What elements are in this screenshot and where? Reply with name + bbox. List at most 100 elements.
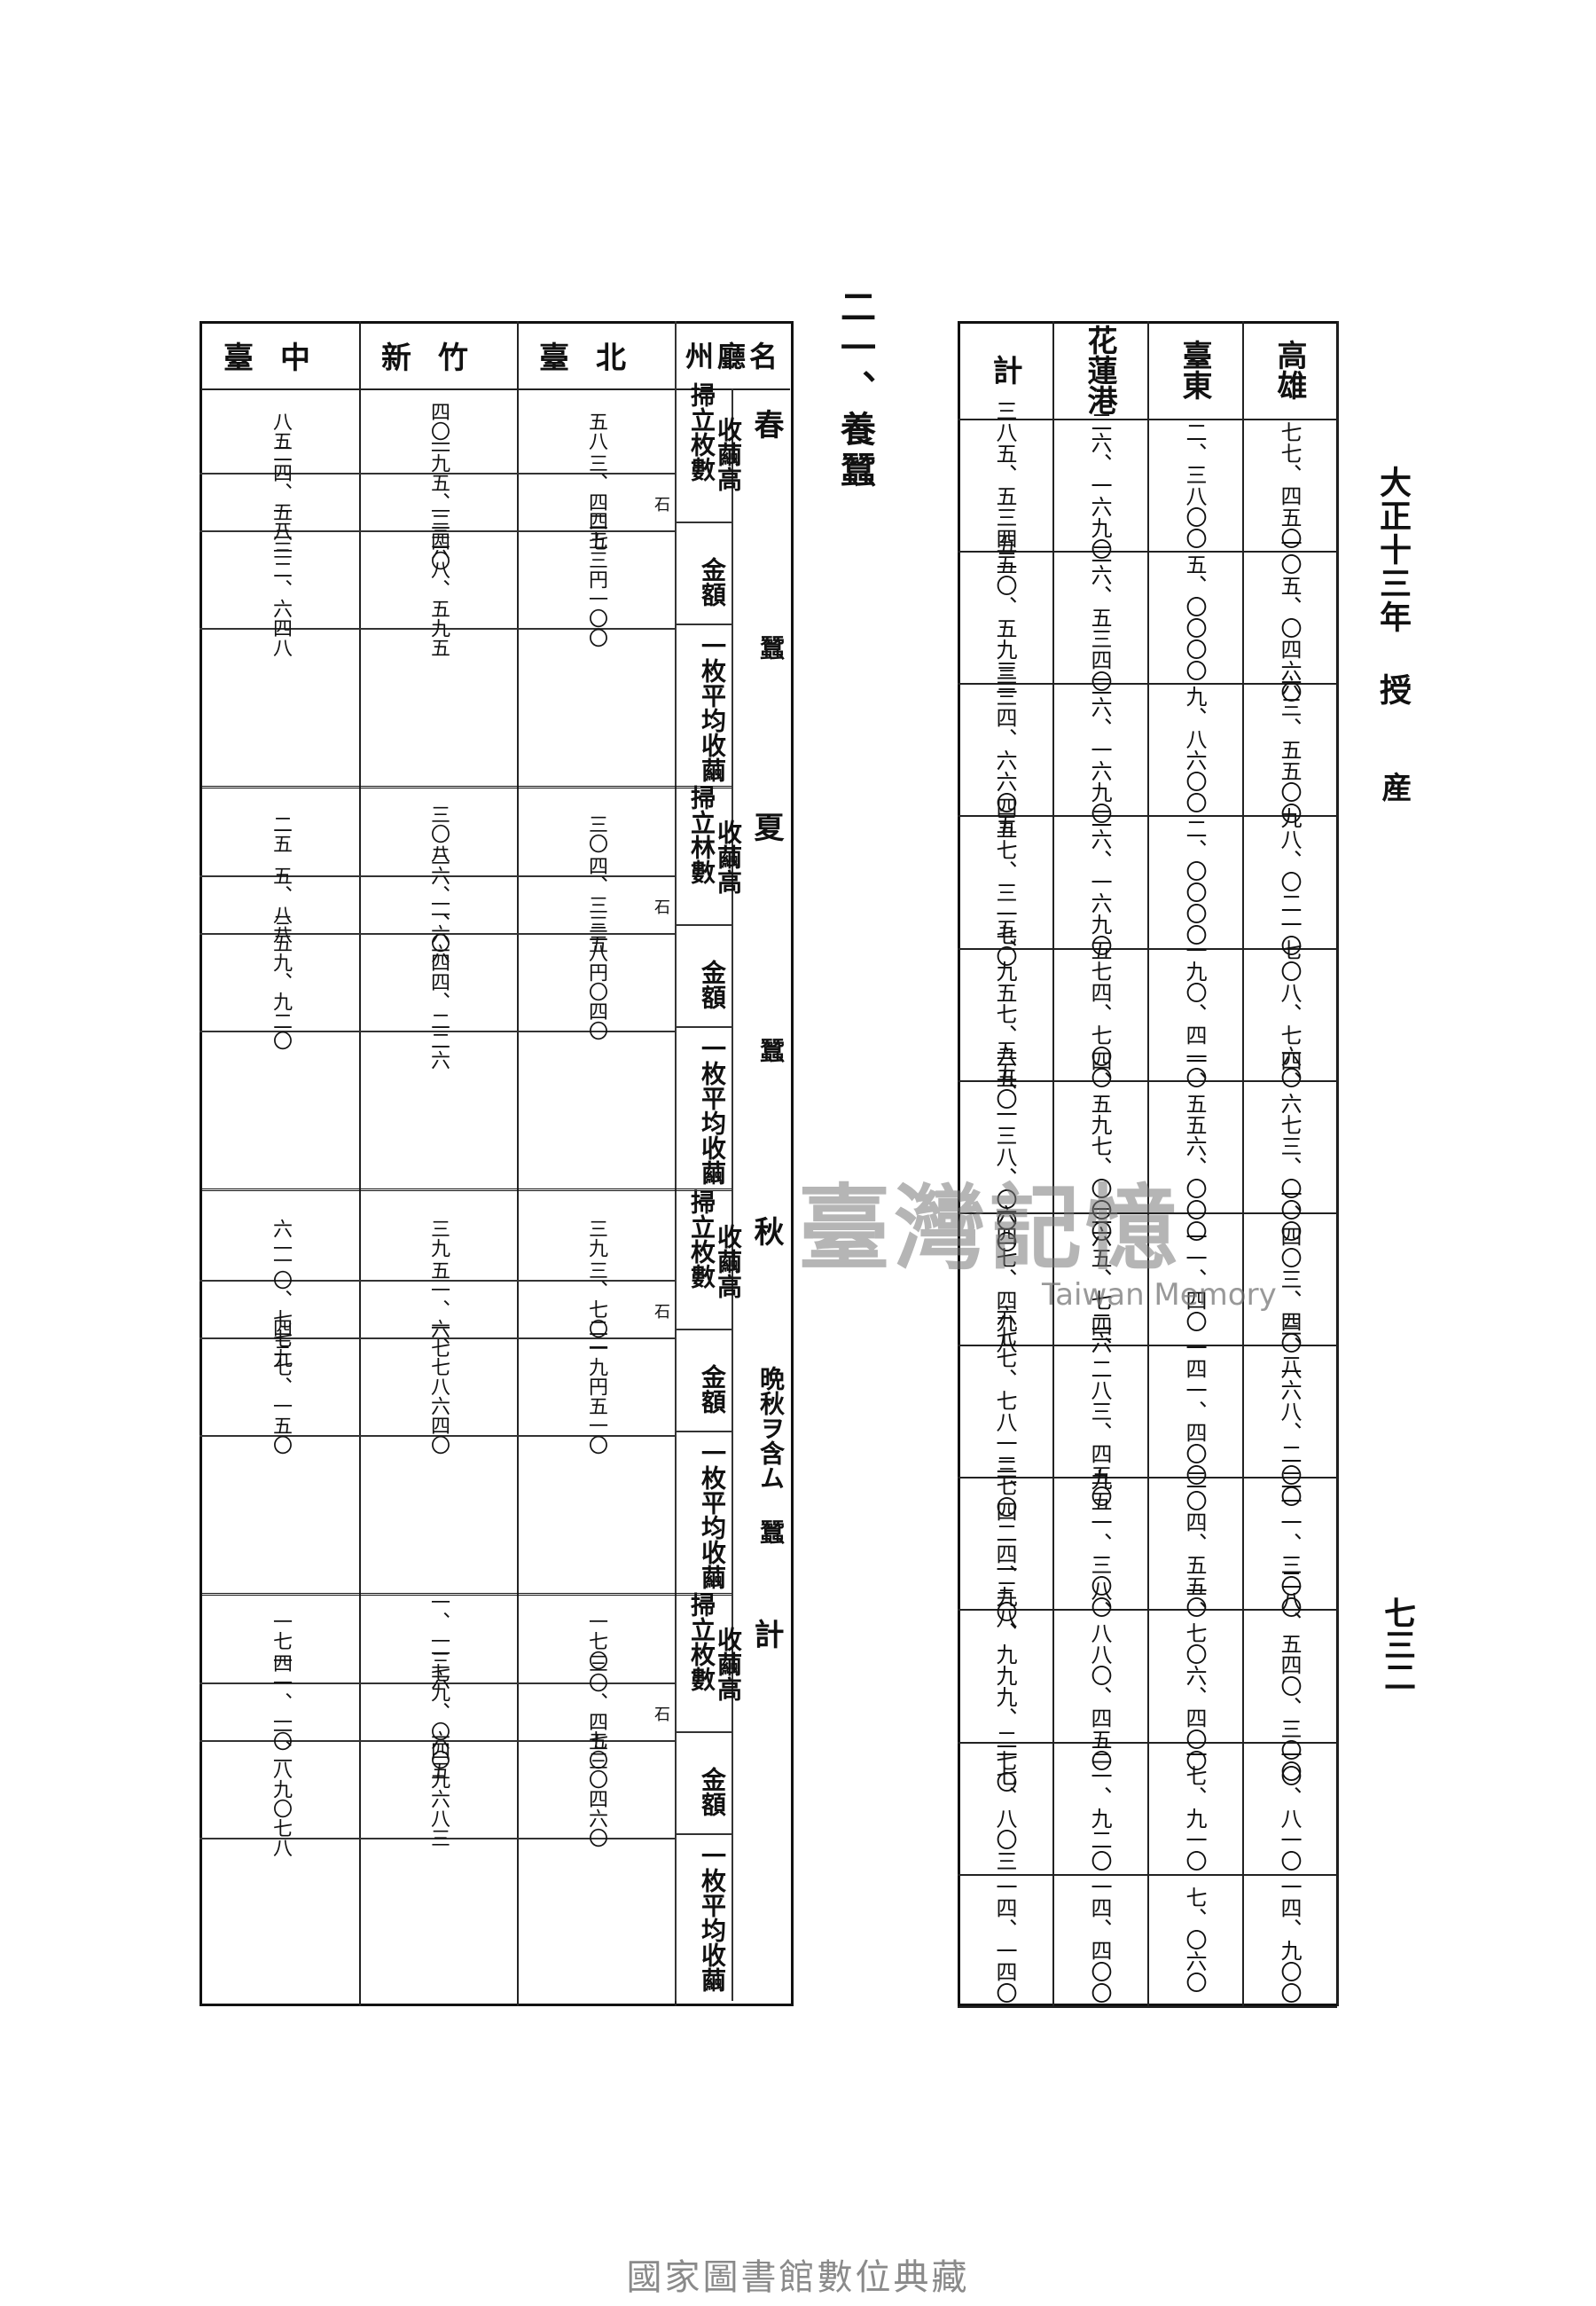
- label-divider: [675, 522, 732, 523]
- season-data-cell: 五、八八: [270, 865, 292, 944]
- right-table-cell: 二、〇〇〇〇: [1147, 816, 1242, 950]
- right-table-cell: 三一、九二〇: [1052, 1742, 1147, 1876]
- season-data-cell: 三九: [585, 1218, 607, 1258]
- label-divider: [675, 1431, 732, 1432]
- row-label-avg: 一枚平均收繭: [698, 1036, 727, 1185]
- right-table-cell: 四、二八三、四五〇: [1052, 1315, 1147, 1507]
- right-table-cell: 一〇五、〇四六〇: [1242, 532, 1337, 702]
- right-table-cell: 五、九五七、六五〇: [958, 918, 1052, 1110]
- right-table-cell: 一四一、四〇〇: [1147, 1337, 1242, 1486]
- right-table-column-header: 臺東: [1147, 321, 1242, 420]
- label-divider: [675, 1329, 732, 1330]
- row-label-amount: 金額: [698, 1767, 727, 1816]
- season-subname: 蠶: [756, 1038, 786, 1063]
- season-data-cell: 三九: [427, 1218, 450, 1258]
- right-table-cell: 一、七〇六、四〇〇: [1147, 1580, 1242, 1771]
- right-table-cell: 一九〇、四一〇: [1147, 939, 1242, 1088]
- prefecture-header-label: 州廳名: [675, 321, 790, 390]
- stone-unit-marker: 石: [654, 1706, 670, 1724]
- right-table-cell: 七、〇六〇: [1147, 1874, 1242, 2008]
- row-label-harvest: 收繭高: [714, 1224, 743, 1298]
- right-table-column-header: 花蓮港: [1052, 321, 1147, 420]
- label-divider: [675, 1731, 732, 1733]
- right-statistics-table: 高雄七七、四五〇一〇五、〇四六〇六三、五五〇〇九八、〇二一〇七〇八、七六〇四、六…: [958, 321, 1339, 2008]
- row-label-sweep: 掃立枚數: [687, 382, 716, 482]
- watermark-logo: 臺灣記憶: [798, 1173, 1182, 1282]
- prefecture-name: 新竹: [359, 321, 519, 390]
- right-table-cell: 一、四〇三、四〇二: [1242, 1183, 1337, 1375]
- season-separator: [200, 1593, 732, 1599]
- right-table-cell: 二六五、七二六: [1052, 1204, 1147, 1353]
- right-table-cell: 二〇四、五五〇: [1147, 1469, 1242, 1618]
- row-divider: [200, 628, 675, 630]
- row-divider: [200, 1740, 675, 1742]
- row-label-avg: 一枚平均收繭: [698, 1843, 727, 1992]
- season-data-cell: 六〇九六八三: [427, 1730, 450, 1847]
- right-table-column-header: 計: [958, 321, 1052, 420]
- label-divider: [675, 924, 732, 926]
- right-table-cell: 三三四、六六〇五: [958, 664, 1052, 835]
- right-table-cell: 五五〇、五九三一: [958, 532, 1052, 702]
- row-label-harvest: 收繭高: [714, 417, 743, 491]
- right-table-cell: 二八、五四〇、三〇〇: [1242, 1569, 1337, 1782]
- season-data-cell: 四五三円一〇〇: [585, 511, 607, 647]
- row-label-sweep: 掃立枚數: [687, 1592, 716, 1691]
- stone-unit-marker: 石: [654, 898, 670, 917]
- season-data-cell: 一、七八六四〇: [427, 1318, 450, 1455]
- prefecture-column: [201, 321, 361, 2006]
- season-data-cell: 一七〇: [585, 1611, 607, 1670]
- row-divider: [200, 530, 675, 532]
- sericulture-table: 州廳名臺北新竹臺中春蠶掃立枚數收繭高金額一枚平均收繭五八三、四二七四五三円一〇〇…: [200, 321, 794, 2006]
- stone-unit-marker: 石: [654, 1303, 670, 1322]
- row-label-avg: 一枚平均收繭: [698, 1440, 727, 1589]
- prefecture-column: [359, 321, 519, 2006]
- right-table-cell: 五七四、七〇〇: [1052, 939, 1147, 1088]
- season-data-cell: 一、八九〇七八: [270, 1721, 292, 1857]
- season-data-cell: 一、〇四四、二二六: [427, 894, 450, 1070]
- season-name: 計: [748, 1619, 784, 1649]
- right-table-column-header: 高雄: [1242, 321, 1337, 420]
- row-label-sweep: 掃立枚數: [687, 1189, 716, 1289]
- season-data-cell: 二五: [270, 813, 292, 853]
- row-divider: [200, 1838, 675, 1839]
- season-data-cell: 七〇〇四六〇: [585, 1730, 607, 1847]
- season-data-cell: 二八円〇四〇: [585, 923, 607, 1040]
- season-name: 秋: [748, 1216, 784, 1246]
- label-divider: [675, 1833, 732, 1835]
- season-subname: 晩秋ヲ含ム 蠶: [756, 1365, 786, 1544]
- right-table-cell: 三八五、五三四二: [958, 400, 1052, 570]
- right-table-cell: 四五七、三一七〇: [958, 796, 1052, 967]
- row-label-harvest: 收繭高: [714, 820, 743, 894]
- right-table-cell: 一三〇、九九九、二七〇: [958, 1558, 1052, 1792]
- prefecture-name: 臺北: [517, 321, 677, 390]
- right-table-cell: 三、八六八、二〇〇: [1242, 1315, 1337, 1507]
- section-title: 二一、養蠶: [834, 288, 876, 492]
- left-table-frame: [200, 321, 794, 2006]
- row-divider: [200, 1031, 675, 1032]
- row-label-amount: 金額: [698, 960, 727, 1009]
- right-table-cell: 一、五五六、〇〇〇: [1147, 1050, 1242, 1242]
- season-name: 春: [748, 409, 784, 439]
- row-label-avg: 一枚平均收繭: [698, 633, 727, 782]
- label-divider: [675, 1026, 732, 1028]
- right-table-cell: 一〇、八一〇: [1242, 1742, 1337, 1876]
- right-table-cell: 六四七、四九八: [958, 1204, 1052, 1353]
- season-data-cell: 三〇: [585, 813, 607, 853]
- row-label-amount: 金額: [698, 557, 727, 607]
- row-divider: [200, 1682, 675, 1684]
- season-data-cell: 三〇八: [427, 804, 450, 863]
- row-divider: [200, 1337, 675, 1339]
- season-data-cell: 八五: [270, 411, 292, 451]
- right-table-cell: 五、〇〇〇〇: [1147, 551, 1242, 686]
- running-header-subtitle: 産: [1376, 772, 1412, 802]
- row-divider: [200, 1435, 675, 1437]
- right-table-column: 臺東二、三八〇〇五、〇〇〇〇九、八六〇〇二、〇〇〇〇一九〇、四一〇一、五五六、〇…: [1147, 321, 1244, 2008]
- season-separator: [200, 786, 732, 792]
- right-table-cell: 一一、四〇: [1147, 1212, 1242, 1347]
- right-table-cell: 七七、四五〇: [1242, 419, 1337, 553]
- page-number: 七三二: [1379, 1596, 1416, 1692]
- right-table-cell: 三、四二四、九八: [958, 1458, 1052, 1628]
- season-subname: 蠶: [756, 635, 786, 660]
- right-table-cell: 二六、五三四〇: [1052, 543, 1147, 692]
- footer-credit: 國家圖書館數位典藏: [626, 2257, 970, 2298]
